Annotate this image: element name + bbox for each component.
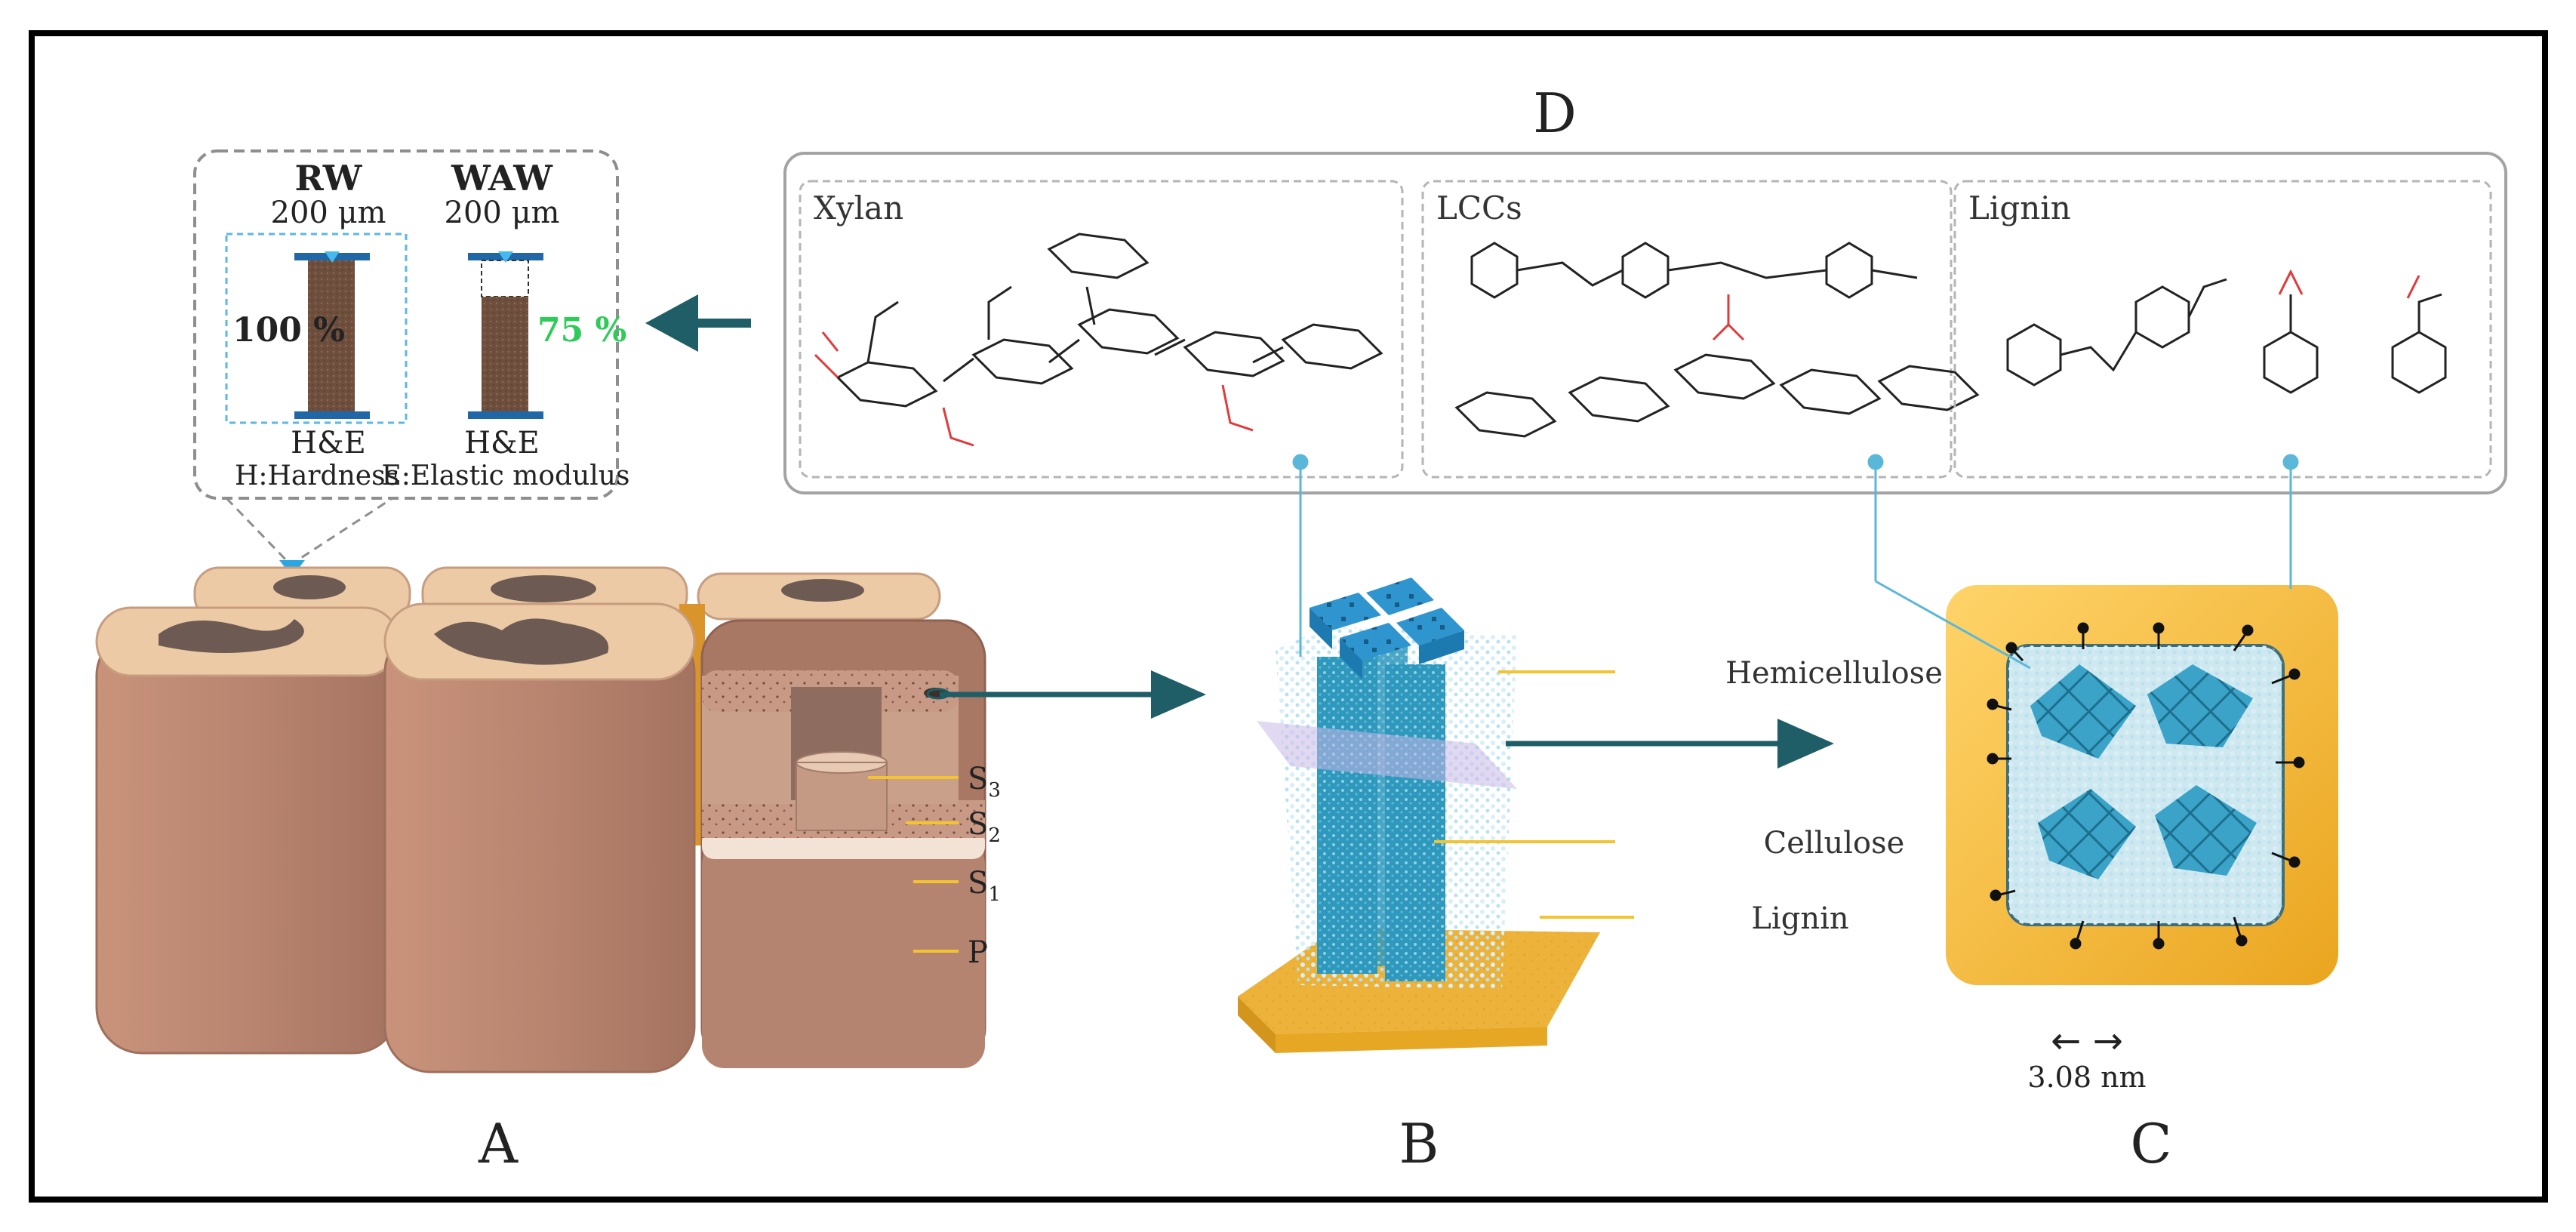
panel-label-a: A [478, 1112, 519, 1175]
label-p: P [968, 935, 988, 970]
waw-he: H&E [464, 426, 540, 460]
label-lignin: Lignin [1751, 901, 1848, 936]
rw-size: 200 μm [271, 196, 386, 230]
rw-title: RW [295, 158, 363, 199]
scale-label: 3.08 nm [2027, 1061, 2146, 1094]
mechanics-inset: RW 200 μm WAW 200 μm 100 % 75 % H&E H&E … [193, 149, 630, 500]
label-s2: S2 [968, 807, 1001, 847]
panel-label-b: B [1399, 1112, 1439, 1175]
lignin-structure-label: Lignin [1968, 189, 2071, 226]
label-hemicellulose: Hemicellulose [1725, 656, 1943, 691]
label-cellulose: Cellulose [1764, 826, 1905, 861]
lccs-label: LCCs [1436, 189, 1522, 226]
waw-size: 200 μm [445, 196, 560, 230]
xylan-panel: Xylan [799, 180, 1404, 479]
cross-section [1946, 585, 2338, 985]
lccs-panel: LCCs [1421, 180, 1980, 479]
xylan-label: Xylan [814, 189, 903, 226]
scale-arrows: ← → [2051, 1020, 2123, 1062]
legend-elastic: E:Elastic modulus [382, 460, 630, 491]
connector-lines [1292, 454, 2299, 670]
wall-layer-labels: S3 S2 S1 P [868, 762, 1001, 970]
lignin-structure-panel: Lignin [1953, 180, 2492, 479]
figure-border [29, 30, 2548, 1203]
label-s1: S1 [968, 866, 1001, 906]
rw-he: H&E [291, 426, 366, 460]
wood-cells [95, 566, 986, 1073]
waw-percent: 75 % [537, 311, 626, 350]
component-leaders [1434, 670, 1634, 919]
panel-label-d: D [1533, 82, 1577, 145]
rw-percent: 100 % [232, 311, 345, 350]
waw-title: WAW [451, 158, 553, 199]
microfibril-bundle [1238, 578, 1600, 1053]
panel-label-c: C [2130, 1112, 2171, 1175]
legend-hardness: H:Hardness [235, 460, 399, 491]
structures-box [783, 152, 2507, 494]
label-s3: S3 [968, 762, 1001, 802]
